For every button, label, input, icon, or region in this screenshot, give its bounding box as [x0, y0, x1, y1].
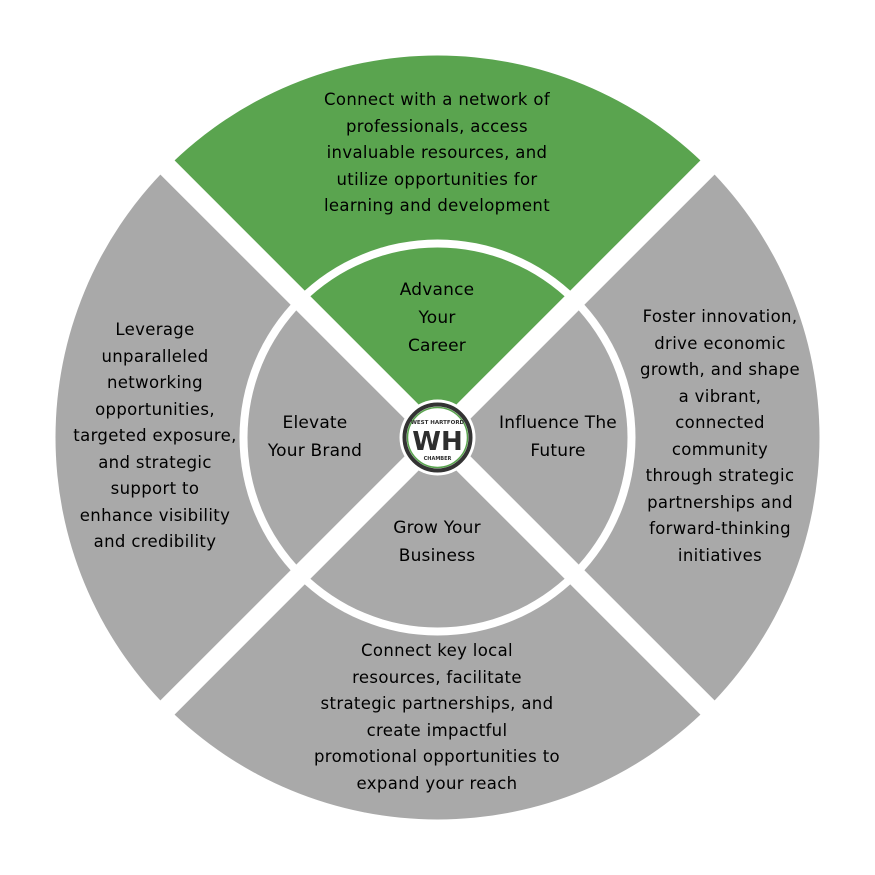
logo-monogram-icon: WH: [412, 427, 462, 457]
inner-bottom-text: Grow Your Business: [393, 518, 481, 566]
logo-ring-accent: [406, 406, 469, 469]
chamber-logo: WEST HARTFORD WH CHAMBER: [399, 399, 476, 476]
inner-segment-top: [303, 247, 572, 438]
inner-segment-bottom: [303, 437, 572, 628]
outer-top-text: Connect with a network of professionals,…: [323, 90, 551, 215]
logo-ring: [402, 402, 473, 473]
logo-bottom-text: CHAMBER: [424, 456, 452, 462]
outer-bottom-text: Connect key local resources, facilitate …: [313, 641, 560, 793]
inner-right-text: Influence The Future: [499, 413, 617, 461]
inner-top-text: Advance Your Career: [399, 280, 475, 356]
outer-right-text: Foster innovation, drive economic growth…: [640, 307, 800, 565]
inner-segment-right: [437, 303, 628, 572]
outer-left-text: Leverage unparalleled networking opportu…: [73, 320, 237, 551]
logo-top-text: WEST HARTFORD: [411, 420, 465, 426]
inner-left-text: Elevate Your Brand: [267, 413, 363, 461]
inner-segment-left: [247, 303, 438, 572]
